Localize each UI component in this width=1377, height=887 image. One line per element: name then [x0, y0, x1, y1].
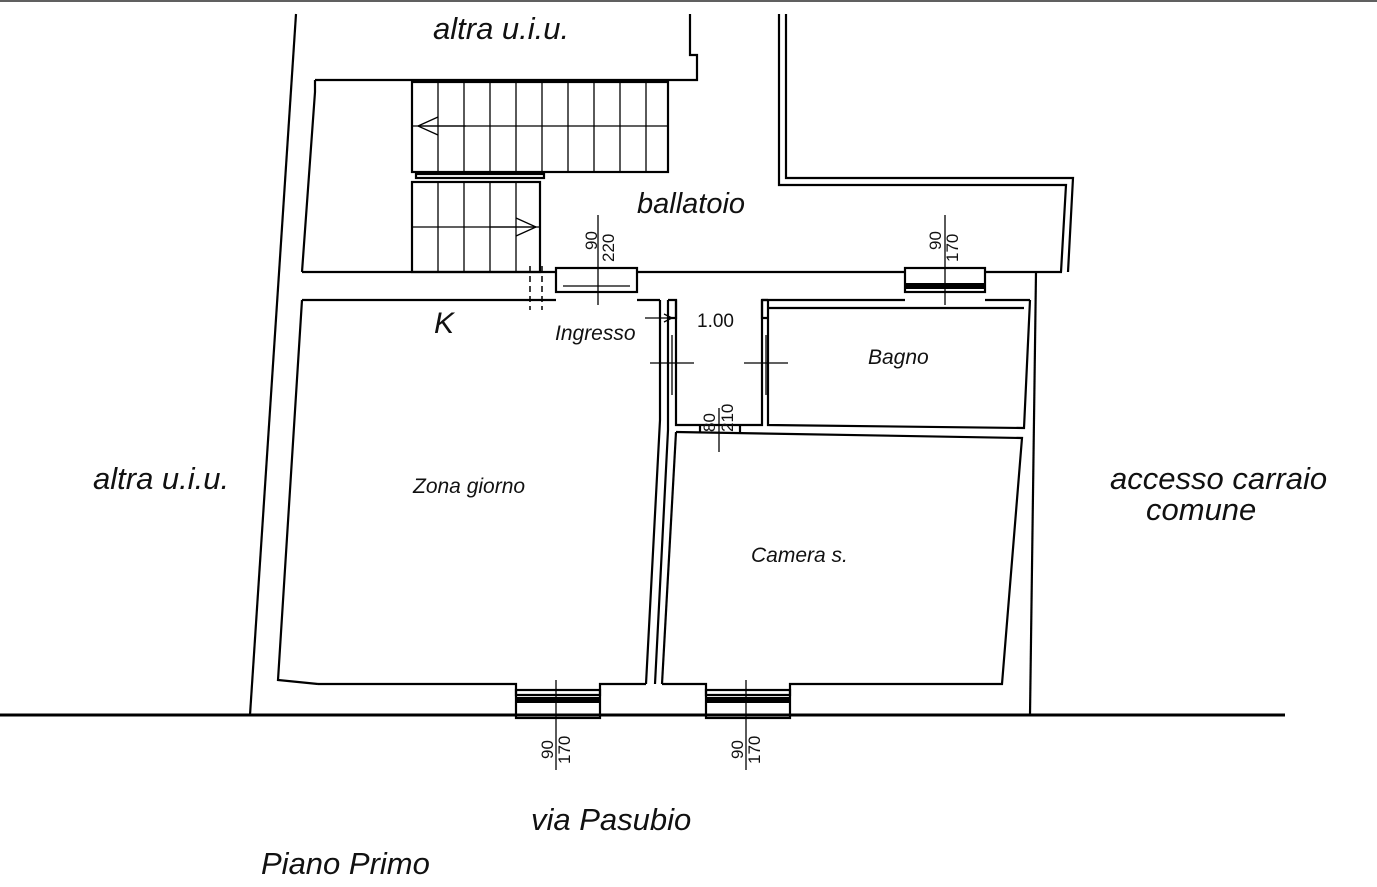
dim-closet-door-width: 80	[700, 413, 719, 432]
closet-size-label: 1.00	[697, 311, 734, 332]
living-label: Zona giorno	[412, 475, 525, 498]
dim-living-window-height: 170	[555, 736, 574, 764]
access-label-line2: comune	[1146, 492, 1256, 527]
dim-closet-door-height: 210	[718, 404, 737, 432]
bedroom-label: Camera s.	[751, 544, 848, 567]
opening-dimensions: 90 220 90 170 80 210 90 170 90 170	[538, 231, 962, 764]
left-unit-label: altra u.i.u.	[93, 461, 229, 496]
access-label-line1: accesso carraio	[1110, 461, 1327, 496]
bathroom-label: Bagno	[868, 346, 929, 369]
staircase	[410, 80, 670, 274]
dim-bathroom-window-width: 90	[926, 231, 945, 250]
dim-bedroom-window-height: 170	[745, 736, 764, 764]
outer-walls	[0, 13, 1285, 717]
entrance-door	[554, 266, 639, 294]
dim-entrance-width: 90	[582, 231, 601, 250]
dim-living-window-width: 90	[538, 740, 557, 759]
bedroom-window	[704, 688, 792, 720]
floor-label: Piano Primo	[261, 846, 430, 881]
dim-entrance-height: 220	[599, 234, 618, 262]
balcony-label: ballatoio	[637, 188, 745, 220]
kitchen-mark: K	[434, 307, 456, 340]
living-window	[514, 688, 602, 720]
top-unit-label: altra u.i.u.	[433, 11, 569, 46]
apartment-walls	[276, 266, 1032, 697]
labels: altra u.i.u. altra u.i.u. ballatoio K In…	[93, 11, 1327, 881]
openings	[514, 215, 987, 770]
dim-bedroom-window-width: 90	[728, 740, 747, 759]
dim-bathroom-window-height: 170	[943, 234, 962, 262]
street-label: via Pasubio	[531, 802, 691, 837]
entrance-label: Ingresso	[555, 322, 636, 345]
